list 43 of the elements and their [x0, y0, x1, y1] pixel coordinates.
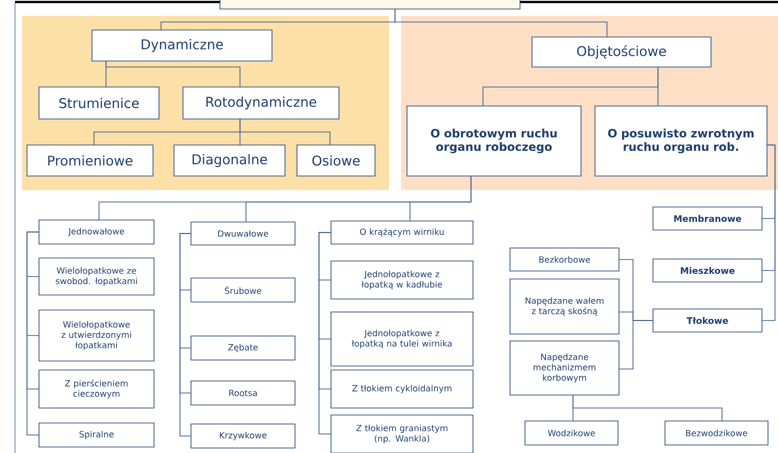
type-box: Tłokowe	[652, 308, 762, 332]
connector-line	[410, 176, 472, 222]
connector-line	[240, 118, 330, 146]
type-box: Bezwodzikowe	[664, 420, 768, 446]
category-box: Objętościowe	[532, 36, 712, 68]
connector-line	[106, 60, 240, 88]
category-box: Rotodynamiczne	[182, 86, 340, 120]
type-box: Z tłokiem graniastym (np. Wankla)	[330, 414, 474, 453]
connector-line	[762, 144, 776, 321]
connector-line	[318, 232, 332, 434]
category-box: Diagonalne	[174, 144, 286, 176]
type-box: Krzywkowe	[190, 424, 296, 448]
category-box: Strumienice	[38, 86, 160, 120]
connector-line	[26, 232, 40, 436]
category-box: O posuwisto zwrotnym ruchu organu rob.	[594, 106, 768, 176]
type-box: O krążącym wirniku	[330, 220, 474, 244]
type-box: Wodzikowe	[524, 420, 618, 446]
type-box: Napędzane mechanizmem korbowym	[510, 340, 620, 396]
type-box: Membranowe	[652, 206, 762, 230]
type-box: Zębate	[190, 336, 296, 360]
category-box: O obrotowym ruchu organu roboczego	[406, 106, 582, 176]
type-box: Jednowałowe	[38, 220, 154, 244]
type-box: Jednołopatkowe z łopatką w kadłubie	[330, 260, 474, 300]
type-box: Rootsa	[190, 380, 296, 406]
type-box: Dwuwałowe	[190, 222, 296, 246]
category-box: Promieniowe	[26, 144, 154, 176]
type-box: Mieszkowe	[652, 258, 762, 282]
category-box: Osiowe	[296, 144, 376, 176]
type-box: Z pierścieniem cieczowym	[38, 370, 154, 408]
category-box: Dynamiczne	[92, 30, 272, 62]
type-box: Bezkorbowe	[510, 248, 620, 272]
type-box: Śrubowe	[190, 278, 296, 302]
connector-line	[572, 394, 722, 422]
title-box	[220, 0, 520, 10]
type-box: Spiralne	[38, 422, 154, 448]
type-box: Wielołopatkowe ze swobod. łopatkami	[38, 258, 154, 296]
connector-line	[180, 233, 192, 436]
connector-line	[618, 320, 654, 370]
type-box: Napędzane wałem z tarczą skośną	[510, 278, 620, 334]
type-box: Z tłokiem cykloidalnym	[330, 370, 474, 408]
type-box: Jednołopatkowe z łopatką na tulei wirnika	[330, 312, 474, 366]
connector-line	[394, 8, 608, 38]
type-box: Wielołopatkowe z utwierdzonymi łopatkami	[38, 310, 154, 362]
